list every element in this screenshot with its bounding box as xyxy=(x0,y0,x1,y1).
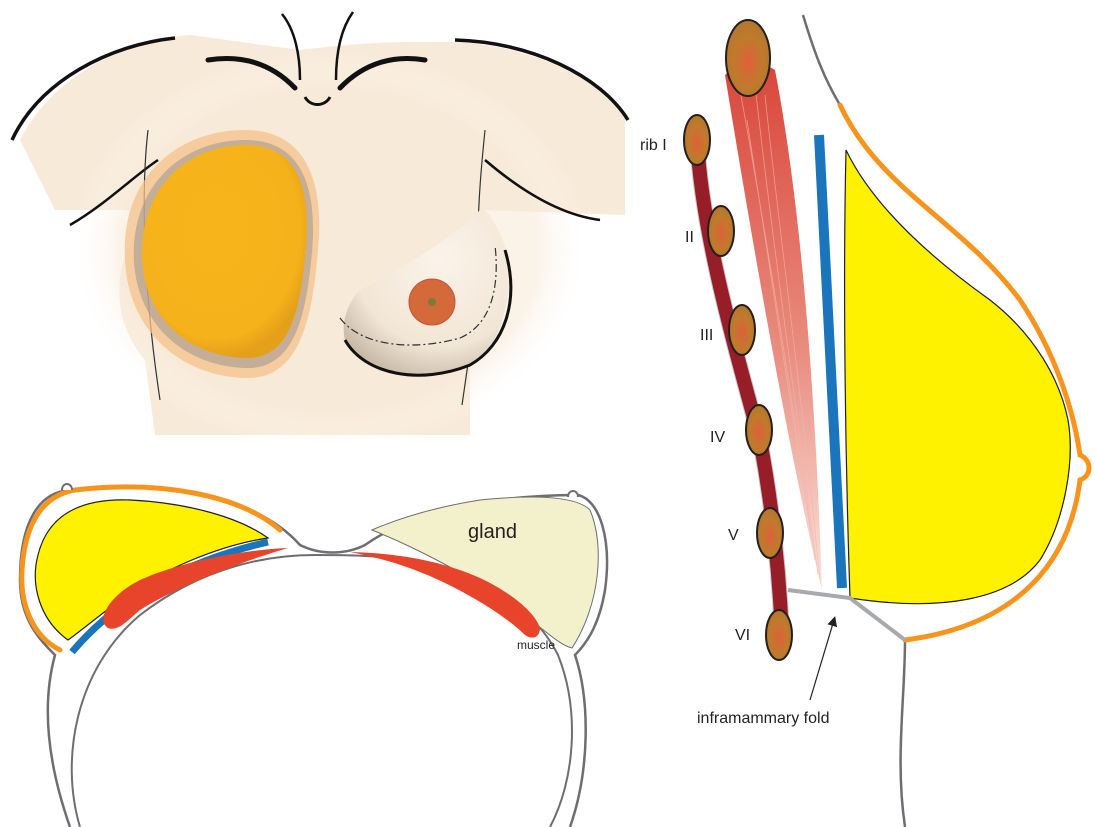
arrow-icon xyxy=(810,620,834,700)
gland-label: gland xyxy=(468,521,517,543)
transverse-section: gland muscle xyxy=(20,484,607,827)
muscle-label: muscle xyxy=(517,638,555,652)
rib-3-head xyxy=(729,305,755,355)
rib-1-head xyxy=(684,115,710,165)
rib-4-head xyxy=(746,405,772,455)
rib-2-label: II xyxy=(685,229,694,246)
skin-profile-upper xyxy=(803,15,840,105)
rib-1-label: rib I xyxy=(640,137,667,154)
implant-pocket-line xyxy=(819,135,842,588)
rib-5-head xyxy=(757,508,783,558)
rib-4-label: IV xyxy=(710,429,725,446)
nipple xyxy=(428,298,436,306)
rib-2-head xyxy=(708,206,734,256)
clavicle-head xyxy=(726,20,770,96)
skin-profile-lower xyxy=(901,640,905,827)
nipple-left-section xyxy=(62,484,72,490)
inframammary-fold-label: inframammary fold xyxy=(697,710,829,727)
sagittal-section: rib I II III IV V VI inframammary fold xyxy=(640,15,1089,827)
rib-6-label: VI xyxy=(735,627,750,644)
implant-sagittal xyxy=(845,150,1071,604)
rib-6-head xyxy=(766,610,792,660)
rib-3-label: III xyxy=(700,327,713,344)
front-view-torso xyxy=(12,12,628,450)
nipple-right-section xyxy=(568,491,578,497)
rib-5-label: V xyxy=(728,527,739,544)
